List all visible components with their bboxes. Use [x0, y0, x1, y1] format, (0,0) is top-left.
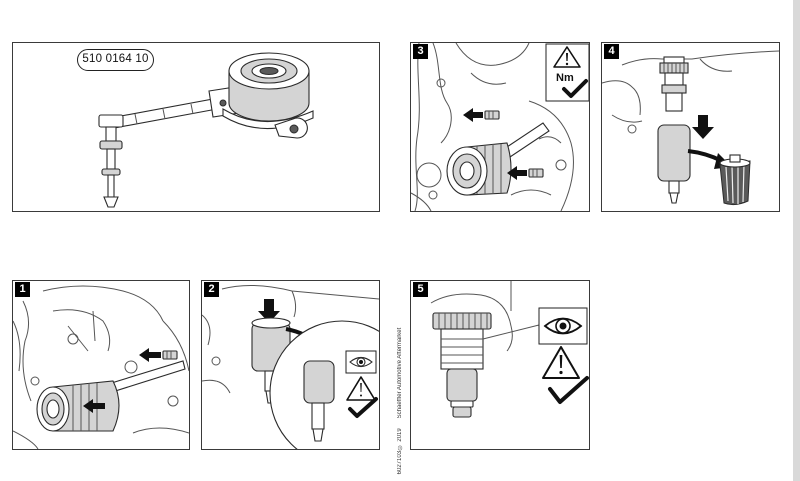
gearbox-housing: [602, 50, 779, 134]
gearbox-housing: [411, 43, 574, 211]
checkmark-icon: [348, 397, 378, 418]
arrow-left-icon: [507, 166, 527, 180]
document-footer: 6027103 © 2019 Schaeffler Automotive Aft…: [396, 328, 405, 474]
part-number-label: 510 0164 10: [77, 49, 154, 71]
mounting-bolt: [484, 110, 500, 120]
torque-unit-label: Nm: [556, 72, 574, 84]
publisher-name: Schaeffler Automotive Aftermarket: [397, 328, 403, 419]
step-number-badge: 3: [413, 44, 428, 59]
bleed-fitting: [98, 114, 124, 208]
eye-icon: [349, 356, 373, 368]
overview-illustration: [98, 52, 314, 208]
step-number-badge: 4: [604, 44, 619, 59]
mounting-bolt: [162, 350, 178, 360]
step-number-badge: 2: [204, 282, 219, 297]
eye-icon: [543, 317, 583, 335]
arrow-left-icon: [139, 348, 161, 362]
leader-line: [482, 324, 540, 340]
warning-icon: [346, 376, 376, 401]
concentric-slave-cylinder: [222, 52, 314, 139]
overview-panel: 510 0164 10: [12, 42, 380, 212]
document-code: 6027103 © 2019: [397, 428, 403, 475]
gearbox-housing: [202, 284, 379, 394]
step-5-panel: 5: [410, 280, 590, 450]
arrow-left-icon: [463, 108, 483, 122]
step-1-illustration: [13, 285, 189, 449]
dust-cap-icon: [719, 154, 751, 206]
mounting-bolt: [528, 168, 544, 178]
step-number-badge: 1: [15, 282, 30, 297]
arrow-down-icon: [258, 299, 280, 323]
warning-icon: [553, 46, 581, 68]
gearbox-housing: [13, 285, 189, 449]
bleed-fitting-top: [659, 56, 689, 112]
step-2-illustration: [202, 284, 379, 449]
csc-unit: [446, 122, 550, 196]
checkmark-icon: [562, 79, 588, 98]
bleed-fitting: [432, 312, 492, 418]
torque-warning-box: Nm: [545, 43, 589, 102]
bleed-fitting-extension: [657, 124, 691, 204]
arrow-down-icon: [692, 115, 714, 139]
warning-icon: [542, 346, 580, 379]
step-number-badge: 5: [413, 282, 428, 297]
checkmark-icon: [548, 376, 589, 404]
magnifier-circle: [269, 320, 379, 449]
step-1-panel: 1: [12, 280, 190, 450]
arrow-left-icon: [83, 399, 105, 413]
page-edge: [793, 0, 800, 481]
step-5-illustration: [430, 281, 589, 418]
csc-unit: [36, 360, 186, 432]
step-3-panel: 3: [410, 42, 590, 212]
step-3-illustration: Nm: [411, 43, 589, 211]
gearbox-housing: [430, 281, 513, 352]
step-4-illustration: [602, 50, 779, 206]
step-4-panel: 4: [601, 42, 780, 212]
step-2-panel: 2: [201, 280, 380, 450]
